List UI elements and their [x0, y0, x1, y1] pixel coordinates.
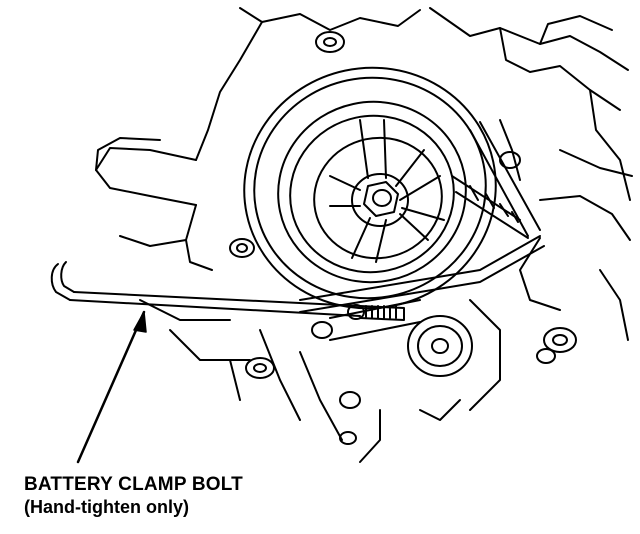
drive-belt	[451, 119, 541, 239]
callout-note: (Hand-tighten only)	[24, 497, 189, 517]
battery-clamp-bolt	[50, 261, 405, 321]
engine-block-outline	[95, 7, 633, 463]
leader-arrow	[76, 310, 147, 464]
callout-title: BATTERY CLAMP BOLT	[24, 474, 243, 495]
lower-pulley	[299, 235, 545, 377]
callout-label: BATTERY CLAMP BOLT (Hand-tighten only)	[24, 473, 243, 519]
